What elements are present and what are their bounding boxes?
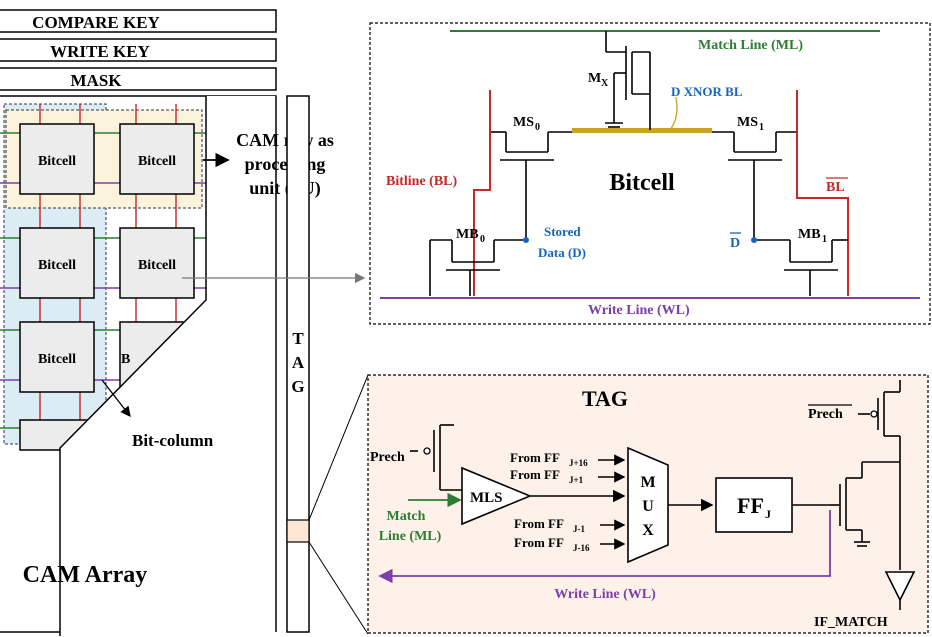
bitcell-detail-title: Bitcell <box>609 170 675 196</box>
output-buffer <box>884 571 916 602</box>
pulldown-nmos <box>830 461 900 547</box>
if-match-label: IF_MATCH <box>814 615 888 630</box>
flip-flop <box>715 477 793 533</box>
tag-column: T A G <box>286 95 310 633</box>
write-line-label: Write Line (WL) <box>588 303 690 318</box>
svg-text:From FF: From FF <box>510 450 560 465</box>
svg-text:U: U <box>642 498 654 515</box>
mb1-transistor <box>754 239 848 296</box>
match-line-label: Match Line (ML) <box>698 38 803 53</box>
svg-text:M: M <box>588 71 601 86</box>
xnor-label: D XNOR BL <box>671 84 743 99</box>
bitcell-label: Bitcell <box>38 154 76 169</box>
svg-text:J: J <box>765 507 771 521</box>
bitcell-label: Bitcell <box>138 258 176 273</box>
write-key-label: WRITE KEY <box>50 42 150 61</box>
svg-text:MLS: MLS <box>470 490 503 506</box>
tag-detail: TAG Prech MLS Match Line (ML) From FF J+… <box>367 374 929 634</box>
svg-text:J-16: J-16 <box>573 543 590 553</box>
bitcell-r2c1 <box>19 227 95 299</box>
stored-label-1: Stored <box>544 224 581 239</box>
bitcell-r3c1 <box>19 321 95 393</box>
compare-key-label: COMPARE KEY <box>32 13 160 32</box>
prech-bar-label: Prech <box>808 407 843 422</box>
svg-text:MB: MB <box>798 227 821 242</box>
header-bars: COMPARE KEY WRITE KEY MASK <box>0 9 277 91</box>
svg-text:MS: MS <box>737 115 758 130</box>
bitline-bar-label: BL <box>826 180 845 195</box>
precharge-right <box>858 380 901 570</box>
cam-array: Bitcell Bitcell Bitcell Bitcell Bitcell … <box>0 95 280 636</box>
bitcell-partial-label: B <box>121 352 130 367</box>
mx-transistor <box>605 31 651 128</box>
bitline-label: Bitline (BL) <box>386 174 458 189</box>
svg-text:J+1: J+1 <box>569 475 584 485</box>
bitcell-r2c2 <box>119 227 195 299</box>
mux <box>627 446 669 564</box>
match-label-2: Line (ML) <box>379 529 442 544</box>
svg-text:1: 1 <box>822 234 827 245</box>
bitcell-r1c2 <box>119 123 195 195</box>
dbar-label: D <box>730 236 740 251</box>
cam-array-title: CAM Array <box>23 562 148 588</box>
svg-text:0: 0 <box>535 122 540 133</box>
svg-text:From FF: From FF <box>514 535 564 550</box>
tag-detail-title: TAG <box>582 386 628 411</box>
bit-column-label: Bit-column <box>132 431 214 450</box>
pu-label-1: CAM row as <box>236 130 334 150</box>
bitline <box>473 90 491 296</box>
tag-write-line <box>378 510 831 584</box>
svg-text:X: X <box>601 78 609 89</box>
svg-text:J-1: J-1 <box>573 524 585 534</box>
svg-text:MB: MB <box>456 227 479 242</box>
svg-text:From FF: From FF <box>514 516 564 531</box>
svg-text:G: G <box>291 377 304 396</box>
pu-label-2: processing <box>245 154 326 174</box>
svg-text:M: M <box>640 474 655 491</box>
prech-label: Prech <box>370 450 405 465</box>
pu-label-3: unit (PU) <box>249 178 321 199</box>
svg-text:MS: MS <box>513 115 534 130</box>
svg-text:X: X <box>642 522 654 539</box>
bitcell-r1c1 <box>19 123 95 195</box>
svg-text:A: A <box>292 353 305 372</box>
svg-text:T: T <box>292 329 304 348</box>
svg-text:J+16: J+16 <box>569 458 588 468</box>
xnor-node <box>572 128 712 133</box>
bitline-bar <box>796 90 849 296</box>
mls-buffer <box>461 466 533 526</box>
bitcell-label: Bitcell <box>38 352 76 367</box>
svg-text:0: 0 <box>480 234 485 245</box>
array-cutaway <box>60 96 280 636</box>
bitcell-detail: Match Line (ML) M X D XNOR BL <box>369 22 931 325</box>
stored-label-2: Data (D) <box>538 245 586 260</box>
bitcell-label: Bitcell <box>138 154 176 169</box>
svg-text:From FF: From FF <box>510 467 560 482</box>
mb0-transistor <box>429 239 526 296</box>
svg-text:FF: FF <box>737 493 764 518</box>
svg-text:1: 1 <box>759 122 764 133</box>
tag-cell-highlight <box>286 519 310 543</box>
mask-label: MASK <box>71 71 123 90</box>
match-label-1: Match <box>387 509 426 524</box>
tag-write-line-label: Write Line (WL) <box>554 587 656 602</box>
bitcell-label: Bitcell <box>38 258 76 273</box>
